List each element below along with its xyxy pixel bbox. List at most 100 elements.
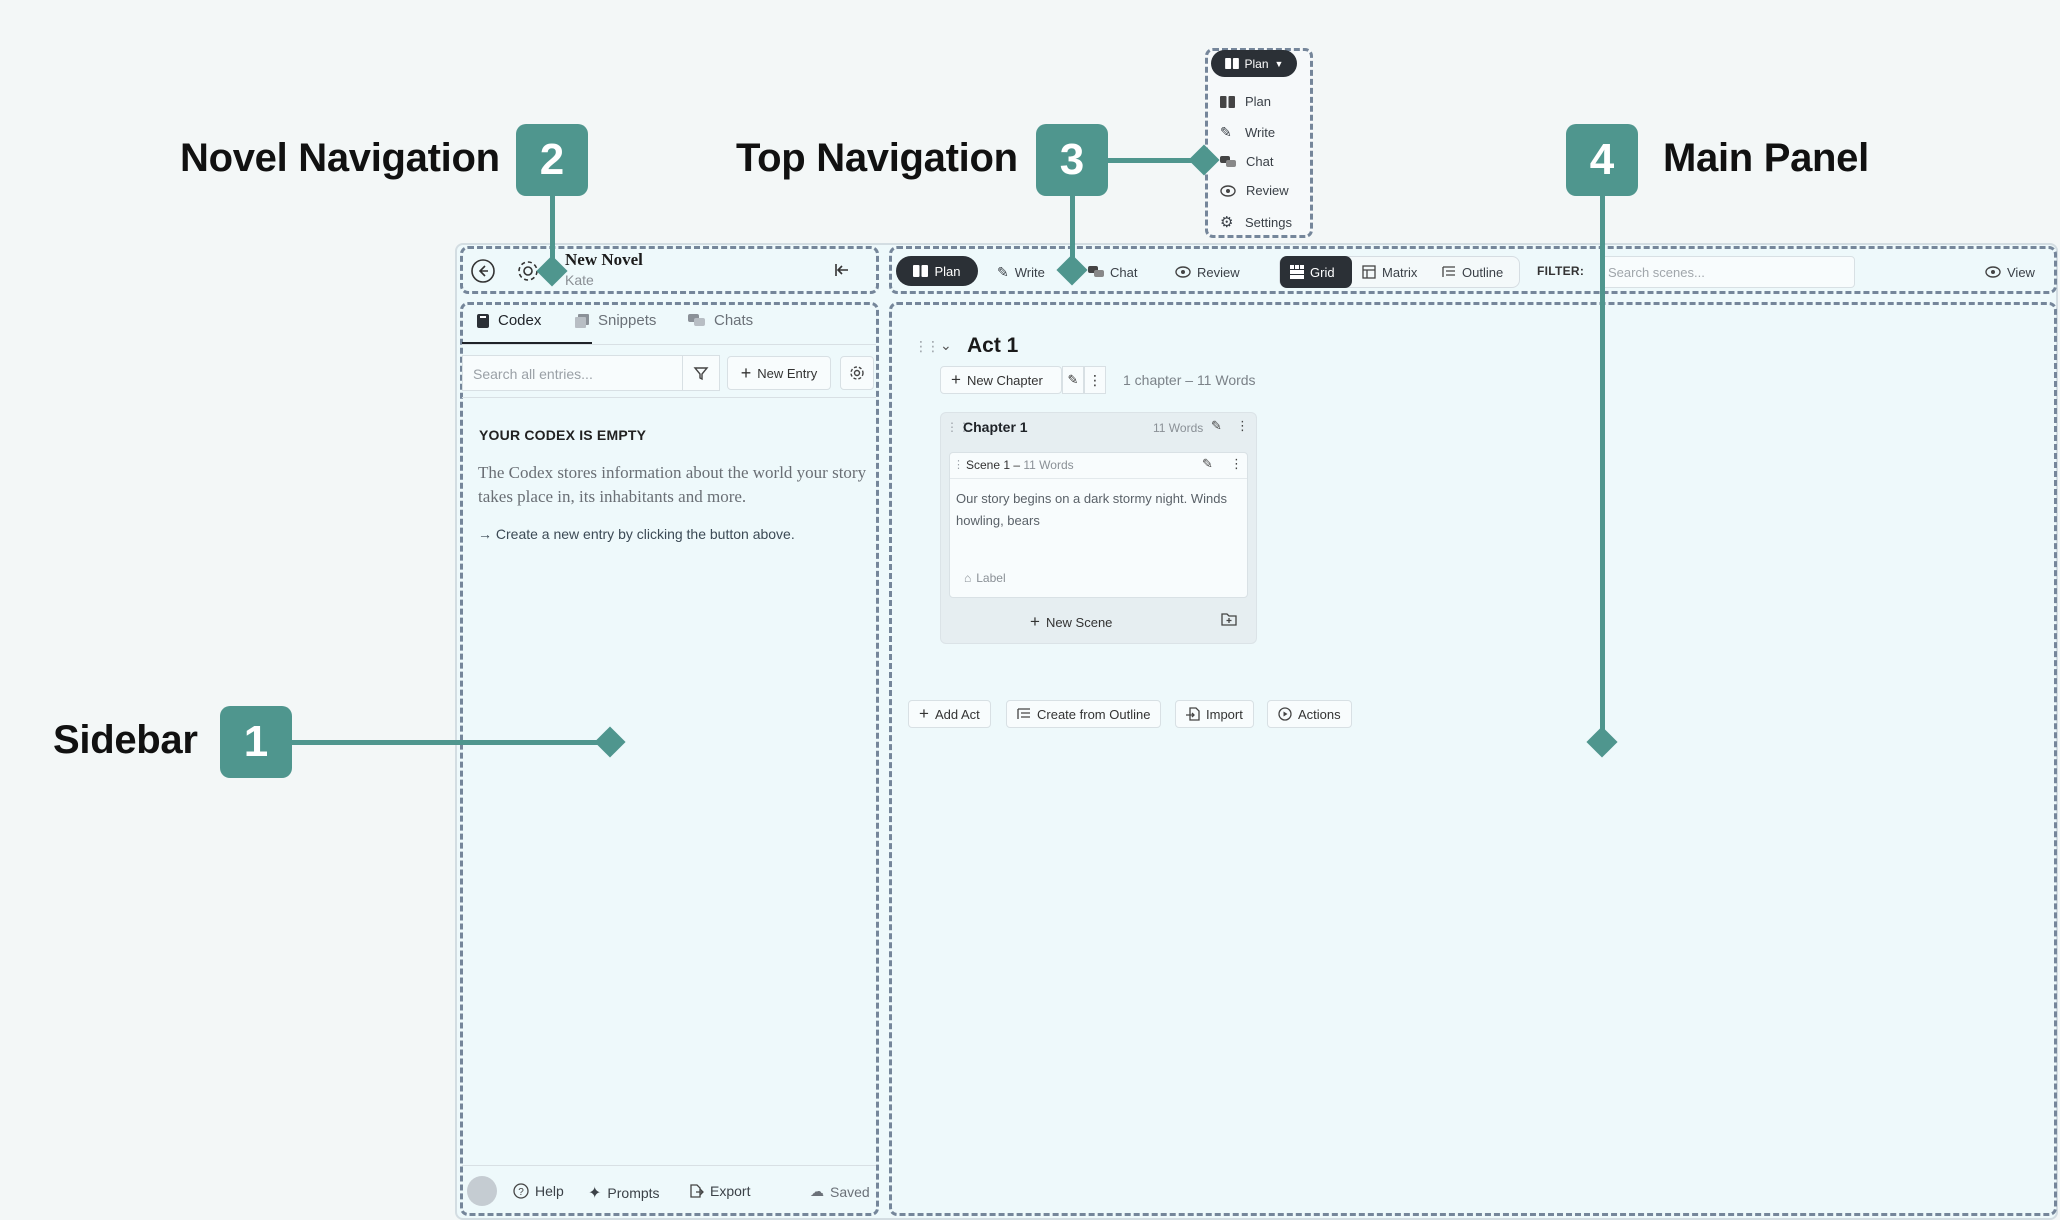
plus-icon: + <box>1030 612 1040 631</box>
import-icon <box>1186 707 1200 721</box>
mode-plan-button[interactable]: Plan <box>896 256 978 286</box>
mode-menu-button-label: Plan <box>1244 56 1269 71</box>
callout-badge-4: 4 <box>1566 124 1638 196</box>
divider <box>462 1165 876 1166</box>
mode-menu-item-chat[interactable]: Chat <box>1220 154 1273 169</box>
scene-label-tag[interactable]: ⌂ Label <box>964 571 1006 585</box>
pencil-icon: ✎ <box>997 263 1009 280</box>
tab-codex[interactable]: Codex <box>476 312 541 329</box>
callout-badge-3: 3 <box>1036 124 1108 196</box>
view-options-button[interactable]: View <box>1985 262 2035 282</box>
help-button[interactable]: ? Help <box>513 1183 564 1199</box>
create-from-outline-button[interactable]: Create from Outline <box>1006 700 1162 728</box>
pencil-icon[interactable]: ✎ <box>1211 418 1222 433</box>
add-folder-icon[interactable] <box>1221 612 1237 626</box>
scene-heading: Scene 1 – 11 Words <box>966 458 1074 472</box>
actions-button[interactable]: Actions <box>1267 700 1352 728</box>
new-entry-button[interactable]: + New Entry <box>727 356 831 390</box>
tab-snippets[interactable]: Snippets <box>574 312 656 329</box>
plus-icon: + <box>740 363 752 383</box>
mode-label: Review <box>1197 264 1240 280</box>
app-window <box>455 243 2058 1220</box>
mode-label: Write <box>1014 264 1045 280</box>
hint-text: Create a new entry by clicking the butto… <box>495 526 795 542</box>
chapter-word-count: 11 Words <box>1153 421 1204 435</box>
sparkle-icon: ✦ <box>588 1185 602 1202</box>
drag-handle-icon[interactable]: ⋮⋮ <box>946 420 970 434</box>
act-title: Act 1 <box>967 334 1019 357</box>
mode-menu-item-settings[interactable]: ⚙ Settings <box>1220 213 1292 231</box>
chevron-down-icon[interactable]: ⌄ <box>940 337 952 353</box>
prompts-button[interactable]: ✦ Prompts <box>588 1183 660 1203</box>
view-label: Grid <box>1310 264 1335 280</box>
new-entry-label: New Entry <box>757 365 818 381</box>
save-status: ☁ Saved <box>810 1183 870 1200</box>
scene-card[interactable] <box>949 452 1248 598</box>
pencil-icon: ✎ <box>1067 372 1079 387</box>
mode-menu-button[interactable]: Plan ▼ <box>1211 50 1297 77</box>
save-status-label: Saved <box>830 1183 870 1200</box>
funnel-icon <box>693 367 709 381</box>
menu-item-label: Write <box>1245 125 1276 140</box>
filter-button[interactable] <box>682 355 720 391</box>
cloud-icon: ☁ <box>810 1183 824 1199</box>
more-vertical-icon[interactable]: ⋮ <box>1236 418 1249 433</box>
tab-chats[interactable]: Chats <box>688 312 753 329</box>
arrow-right-icon: → <box>478 526 496 542</box>
back-icon[interactable] <box>470 258 496 284</box>
tab-label: Chats <box>714 312 754 329</box>
more-vertical-icon[interactable]: ⋮ <box>1230 456 1243 471</box>
mode-menu-item-review[interactable]: Review <box>1220 183 1289 198</box>
scene-summary[interactable]: Our story begins on a dark stormy night.… <box>956 491 1227 528</box>
mode-write-button[interactable]: ✎ Write <box>997 262 1045 282</box>
view-outline-button[interactable]: Outline <box>1432 256 1513 288</box>
add-act-label: Add Act <box>934 706 980 722</box>
filter-label: FILTER: <box>1537 264 1585 278</box>
codex-search-input[interactable]: Search all entries... <box>462 355 682 391</box>
collapse-sidebar-icon[interactable] <box>832 260 854 282</box>
chapter-title: Chapter 1 <box>963 419 1028 435</box>
grid-icon <box>1290 265 1304 279</box>
novel-title: New Novel <box>565 250 643 269</box>
new-chapter-button[interactable]: + New Chapter <box>940 366 1062 394</box>
empty-codex-description: The Codex stores information about the w… <box>478 463 867 506</box>
drag-handle-icon[interactable]: ⋮⋮ <box>914 338 940 354</box>
menu-item-label: Review <box>1246 183 1289 198</box>
new-scene-button[interactable]: + New Scene <box>1030 612 1112 632</box>
mode-chat-button[interactable]: Chat <box>1088 262 1137 282</box>
pencil-icon[interactable]: ✎ <box>1202 456 1213 471</box>
avatar[interactable] <box>467 1176 497 1206</box>
callout-title-main-panel: Main Panel <box>1663 136 1869 180</box>
mode-menu <box>1205 48 1313 238</box>
main-panel-region <box>889 302 2057 1216</box>
mode-review-button[interactable]: Review <box>1175 262 1240 282</box>
view-label: Matrix <box>1382 264 1418 280</box>
import-button[interactable]: Import <box>1175 700 1254 728</box>
view-grid-button[interactable]: Grid <box>1280 256 1352 288</box>
callout-line <box>550 196 555 272</box>
callout-line <box>1108 158 1204 163</box>
mode-menu-item-plan[interactable]: Plan <box>1220 94 1271 109</box>
scene-word-count: 11 Words <box>1023 458 1074 472</box>
scene-search-input[interactable]: Search scenes... <box>1601 256 1855 288</box>
eye-icon <box>1220 184 1236 197</box>
add-act-button[interactable]: + Add Act <box>908 700 991 728</box>
more-vertical-icon: ⋮ <box>1088 371 1102 388</box>
export-icon <box>690 1184 704 1198</box>
gear-icon <box>850 366 864 380</box>
chats-icon <box>1220 155 1236 167</box>
codex-settings-button[interactable] <box>840 356 874 390</box>
callout-line <box>292 740 610 745</box>
mode-menu-item-write[interactable]: ✎ Write <box>1220 124 1275 141</box>
view-matrix-button[interactable]: Matrix <box>1352 256 1427 288</box>
view-label: Outline <box>1462 264 1504 280</box>
snippets-icon <box>575 313 589 328</box>
callout-line <box>1070 196 1075 270</box>
drag-handle-icon[interactable]: ⋮⋮ <box>953 459 975 471</box>
divider <box>462 344 876 345</box>
edit-act-button[interactable]: ✎ <box>1062 366 1084 394</box>
act-more-button[interactable]: ⋮ <box>1084 366 1106 394</box>
eye-icon <box>1985 266 2001 278</box>
actions-label: Actions <box>1298 706 1341 722</box>
export-button[interactable]: Export <box>688 1183 750 1199</box>
